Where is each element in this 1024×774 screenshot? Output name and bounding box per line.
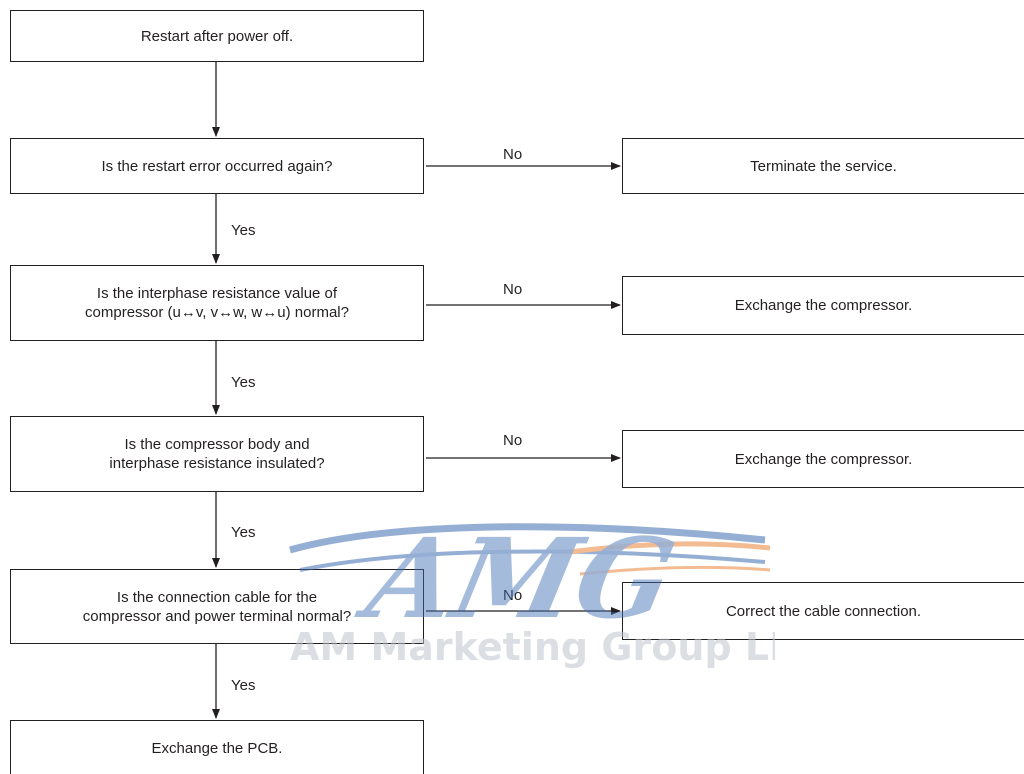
question-1-box: Is the restart error occurred again? (10, 138, 424, 194)
end-text: Exchange the PCB. (151, 740, 283, 757)
question-2-text: Is the interphase resistance value of co… (85, 285, 349, 321)
question-3-text: Is the compressor body and interphase re… (109, 436, 325, 472)
question-3-box: Is the compressor body and interphase re… (10, 416, 424, 492)
no-label-4: No (503, 587, 523, 604)
no-label-2: No (503, 281, 523, 298)
result-1-text: Terminate the service. (750, 157, 897, 175)
end-box: Exchange the PCB. (10, 720, 424, 774)
question-4-box: Is the connection cable for the compress… (10, 569, 424, 644)
yes-label-2: Yes (231, 374, 256, 391)
result-3-text: Exchange the compressor. (734, 450, 913, 468)
start-box: Restart after power off. (10, 10, 424, 62)
result-1-box: Terminate the service. (622, 138, 1024, 194)
yes-label-1: Yes (231, 222, 256, 239)
yes-label-4: Yes (231, 677, 256, 694)
no-label-3: No (503, 432, 523, 449)
result-3-box: Exchange the compressor. (622, 430, 1024, 488)
result-4-box: Correct the cable connection. (622, 582, 1024, 640)
no-label-1: No (503, 146, 523, 163)
question-1-text: Is the restart error occurred again? (101, 157, 333, 175)
result-2-text: Exchange the compressor. (734, 297, 913, 314)
result-4-text: Correct the cable connection. (725, 602, 922, 620)
result-2-box: Exchange the compressor. (622, 276, 1024, 335)
start-text: Restart after power off. (140, 27, 294, 45)
yes-label-3: Yes (231, 524, 256, 541)
question-2-box: Is the interphase resistance value of co… (10, 265, 424, 341)
question-4-text: Is the connection cable for the compress… (82, 588, 352, 625)
